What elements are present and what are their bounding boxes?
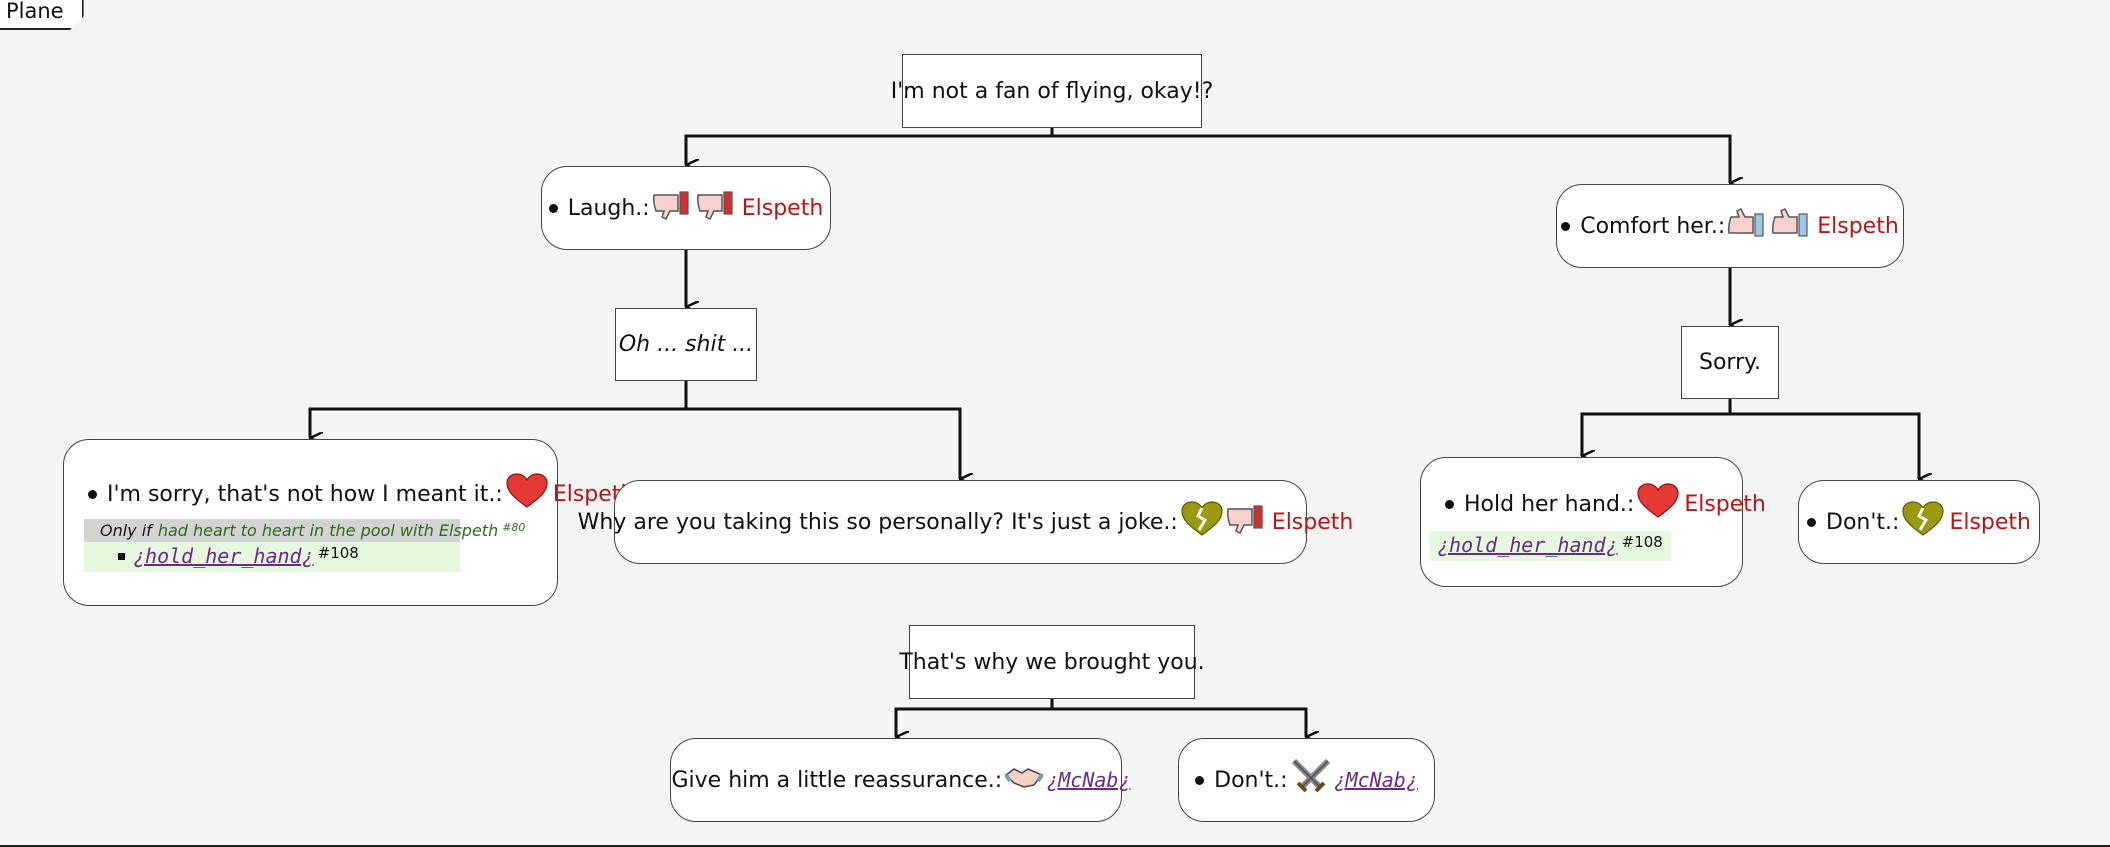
node-dont-elspeth[interactable]: Don't.: Elspeth [1798,480,2040,564]
node-im-sorry-label: I'm sorry, that's not how I meant it.: [107,481,503,507]
crossed-swords-icon [1290,757,1332,803]
node-dont-mcnab[interactable]: Don't.: ¿McNab¿ [1178,738,1435,822]
broken-heart-icon [1901,501,1945,543]
node-oh-shit[interactable]: Oh ... shit ... [615,308,757,381]
node-im-sorry[interactable]: I'm sorry, that's not how I meant it.: E… [63,439,634,606]
node-comfort[interactable]: Comfort her.: Elspeth [1556,184,1904,268]
node-dont2-label: Don't.: [1214,767,1288,793]
node-sorry[interactable]: Sorry. [1681,326,1779,399]
node-dont1-label: Don't.: [1826,509,1900,535]
node-why[interactable]: Why are you taking this so personally? I… [578,480,1353,564]
node-root[interactable]: I'm not a fan of flying, okay!? [891,54,1213,128]
handshake-icon [1004,761,1044,799]
action-ref: #108 [1621,533,1663,551]
frame-bottom-border [0,845,2110,847]
speaker-name: Elspeth [1271,509,1354,535]
thumbs-down-icon [696,189,738,227]
action-link[interactable]: ¿hold_her_hand¿ [1437,533,1618,557]
node-root-text: I'm not a fan of flying, okay!? [890,78,1214,104]
node-laugh[interactable]: Laugh.: Elspeth [541,166,831,250]
node-hold-hand[interactable]: Hold her hand.: Elspeth ¿hold_her_hand¿ … [1420,457,1766,587]
connector-root-laugh [684,128,1054,165]
bullet [1561,221,1571,231]
thumbs-up-icon [1727,207,1769,245]
node-sorry-text: Sorry. [1698,350,1761,375]
speaker-name: Elspeth [741,195,824,221]
connector-root-comfort [1052,134,1730,183]
speaker-name: Elspeth [1684,491,1766,517]
frame-label: Plane [0,0,84,30]
action-link[interactable]: ¿hold_her_hand¿ [133,544,314,568]
connector-ohshit-imsorry [308,381,688,438]
condition-text: had heart to heart in the pool with Elsp… [157,521,499,540]
node-laugh-label: Laugh.: [567,195,650,221]
connector-sorry-dont [1730,412,1919,479]
node-why-label: Why are you taking this so personally? I… [577,509,1178,535]
connector-brought-dont [1052,707,1306,737]
im-sorry-row: I'm sorry, that's not how I meant it.: E… [88,473,634,515]
speaker-name: Elspeth [1817,213,1899,239]
node-hold-label: Hold her hand.: [1464,491,1635,517]
connector-brought-reassure [894,699,1054,737]
broken-heart-icon [1180,501,1224,543]
speaker-link[interactable]: ¿McNab¿ [1046,768,1131,792]
thumbs-down-icon [652,189,694,227]
bullet [1195,775,1205,785]
condition-prefix: Only if [100,521,152,540]
speaker-link[interactable]: ¿McNab¿ [1333,768,1418,792]
thumbs-down-icon [1226,503,1268,541]
heart-icon [1636,483,1680,525]
node-brought-text: That's why we brought you. [899,649,1205,675]
connector-sorry-hold [1580,399,1732,456]
action-ref: #108 [317,544,359,562]
heart-icon [505,473,549,515]
action-box: ¿hold_her_hand¿ #108 [1429,531,1671,561]
condition-ref: #80 [502,521,526,534]
connector-ohshit-why [686,407,960,479]
node-comfort-label: Comfort her.: [1580,213,1726,239]
bullet [548,203,558,213]
bullet [1807,517,1816,527]
thumbs-up-icon [1771,207,1813,245]
hold-hand-row: Hold her hand.: Elspeth [1445,483,1766,525]
bullet [88,489,97,499]
node-brought[interactable]: That's why we brought you. [899,625,1205,699]
node-reassure-label: Give him a little reassurance.: [671,767,1003,793]
speaker-name: Elspeth [1949,509,2031,535]
action-box: ¿hold_her_hand¿ #108 [84,542,460,572]
condition-box: Only if had heart to heart in the pool w… [84,519,525,542]
square-bullet [118,552,125,560]
bullet [1445,499,1454,509]
node-oh-shit-text: Oh ... shit ... [618,332,754,357]
node-reassure[interactable]: Give him a little reassurance.: ¿McNab¿ [670,738,1131,822]
